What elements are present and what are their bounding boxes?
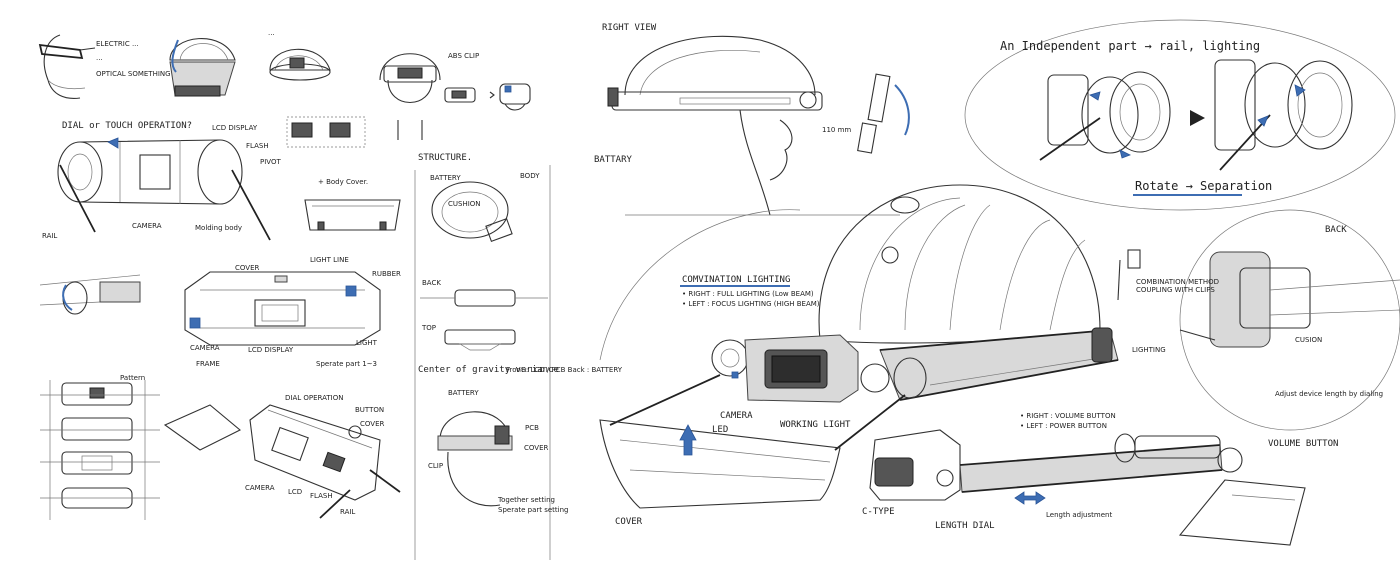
cover-label-2: COVER	[360, 420, 384, 428]
back-title: BACK	[1325, 225, 1347, 235]
rail-label-2: RAIL	[340, 508, 355, 516]
left-sketch-sheet: ELECTRIC ... ... OPTICAL SOMETHING ...	[38, 29, 623, 560]
battary-label: BATTARY	[594, 155, 633, 165]
flash-label-2: FLASH	[310, 492, 333, 500]
independent-title: An Independent part → rail, lighting	[1000, 39, 1260, 53]
dial-operation-label: DIAL OPERATION	[285, 394, 343, 402]
length-dial-label: LENGTH DIAL	[935, 521, 995, 531]
device-perspective-sketch: DIAL OPERATION BUTTON COVER CAMERA LCD F…	[163, 394, 401, 519]
pcb-label: PCB	[525, 424, 539, 432]
device-row-sketch	[444, 83, 531, 111]
rail-joint-sketch	[39, 274, 141, 315]
rail-label: RAIL	[42, 232, 57, 240]
left-btn-line: • LEFT : POWER BUTTON	[1020, 422, 1107, 430]
battery-label: BATTERY	[430, 174, 461, 182]
adjust-label: Adjust device length by dialing	[1275, 390, 1383, 398]
device-front-sketch: COVER LIGHT LINE RUBBER CAMERA LCD DISPL…	[184, 256, 401, 368]
comb-left-line: • LEFT : FOCUS LIGHTING (HIGH BEAM)	[682, 300, 820, 308]
body-cover-label: + Body Cover.	[318, 178, 368, 186]
pattern-label: Pattern	[120, 374, 145, 382]
head-note-2: ...	[96, 54, 103, 62]
back-view-circle: BACK CUSION Adjust device length by dial…	[1179, 209, 1400, 431]
structure-title: STRUCTURE.	[418, 153, 472, 163]
camera-label-r: CAMERA	[720, 411, 753, 421]
cylinder-device-sketch: DIAL or TOUCH OPERATION? LCD DISPLAY FLA…	[42, 121, 281, 241]
lcd-display-label-2: LCD DISPLAY	[248, 346, 294, 354]
cusion-label: CUSION	[1295, 336, 1322, 344]
back-view-label: BACK	[422, 279, 441, 287]
led-label: LED	[712, 425, 728, 435]
helmet-strap-sketch	[169, 38, 236, 97]
sperate-setting-label: Sperate part setting	[498, 506, 569, 514]
pivot-label: PIVOT	[260, 158, 281, 166]
head-goggle-sketch: ELECTRIC ... ... OPTICAL SOMETHING	[38, 34, 171, 99]
lighting-label: LIGHTING	[1132, 346, 1166, 354]
camera-label: CAMERA	[132, 222, 162, 230]
lcd-display-label: LCD DISPLAY	[212, 124, 258, 132]
frame-label: FRAME	[196, 360, 220, 368]
abs-clip-label: ABS CLIP	[448, 52, 479, 60]
together-setting-label: Together setting	[497, 496, 555, 504]
ctype-label: C-TYPE	[862, 507, 895, 517]
cushion-label: CUSHION	[448, 200, 481, 208]
molding-body-label: Molding body	[195, 224, 242, 232]
optical-label: OPTICAL SOMETHING	[96, 70, 171, 78]
camera-label-2: CAMERA	[190, 344, 220, 352]
body-cover-sketch: + Body Cover.	[304, 178, 401, 231]
bottom-device-render: VOLUME BUTTON C-TYPE LENGTH DIAL Length …	[862, 429, 1338, 546]
orthographic-views: Pattern	[40, 374, 160, 520]
button-label: BUTTON	[355, 406, 384, 414]
spec-boxes	[286, 116, 366, 148]
rotate-label: Rotate → Separation	[1135, 179, 1272, 193]
camera-label-3: CAMERA	[245, 484, 275, 492]
top-view-label: TOP	[421, 324, 436, 332]
cover-label: COVER	[235, 264, 259, 272]
head-note-1: ELECTRIC ...	[96, 40, 139, 48]
right-view-sketch: RIGHT VIEW BATTARY 110 mm	[594, 23, 910, 216]
combination-method-2-label: COUPLING WITH CLIPS	[1136, 286, 1215, 294]
lcd-label: LCD	[288, 488, 302, 496]
clip-label: CLIP	[428, 462, 443, 470]
right-view-title: RIGHT VIEW	[602, 23, 657, 33]
main-helmet-render: COMBINATION METHOD COUPLING WITH CLIPS L…	[599, 184, 1219, 527]
dial-title: DIAL or TOUCH OPERATION?	[62, 121, 192, 131]
center-gravity-label: Center of gravity variance	[418, 365, 559, 375]
helmet-top-sketch: ...	[268, 29, 331, 81]
comb-right-line: • RIGHT : FULL LIGHTING (Low BEAM)	[682, 290, 814, 298]
right-btn-line: • RIGHT : VOLUME BUTTON	[1020, 412, 1116, 420]
flash-label: FLASH	[246, 142, 269, 150]
rubber-label: RUBBER	[372, 270, 401, 278]
working-light-label: WORKING LIGHT	[780, 420, 851, 430]
combination-method-label: COMBINATION METHOD	[1136, 278, 1219, 286]
comb-title: COMVINATION LIGHTING	[682, 275, 790, 285]
head-front-sketch: ABS CLIP	[379, 52, 479, 140]
length-adjustment-label: Length adjustment	[1046, 511, 1112, 519]
front-back-label: Front : LCD / PCB Back : BATTERY	[506, 366, 623, 374]
body-label: BODY	[520, 172, 540, 180]
structure-column: STRUCTURE. BATTERY BODY CUSHION BACK TOP…	[414, 153, 623, 560]
right-sketch-sheet: RIGHT VIEW BATTARY 110 mm An Independent…	[594, 19, 1400, 546]
light-label: LIGHT	[356, 339, 378, 347]
battery-label-2: BATTERY	[448, 389, 479, 397]
cover-label-3: COVER	[524, 444, 548, 452]
distance-label: 110 mm	[822, 126, 851, 134]
sperate-part-label: Sperate part 1~3	[316, 360, 377, 368]
light-line-label: LIGHT LINE	[310, 256, 349, 264]
helmet-top-note: ...	[268, 29, 275, 37]
volume-button-label: VOLUME BUTTON	[1268, 439, 1338, 449]
cover-label-r: COVER	[615, 517, 643, 527]
independent-part-oval: An Independent part → rail, lighting Rot…	[964, 19, 1396, 211]
